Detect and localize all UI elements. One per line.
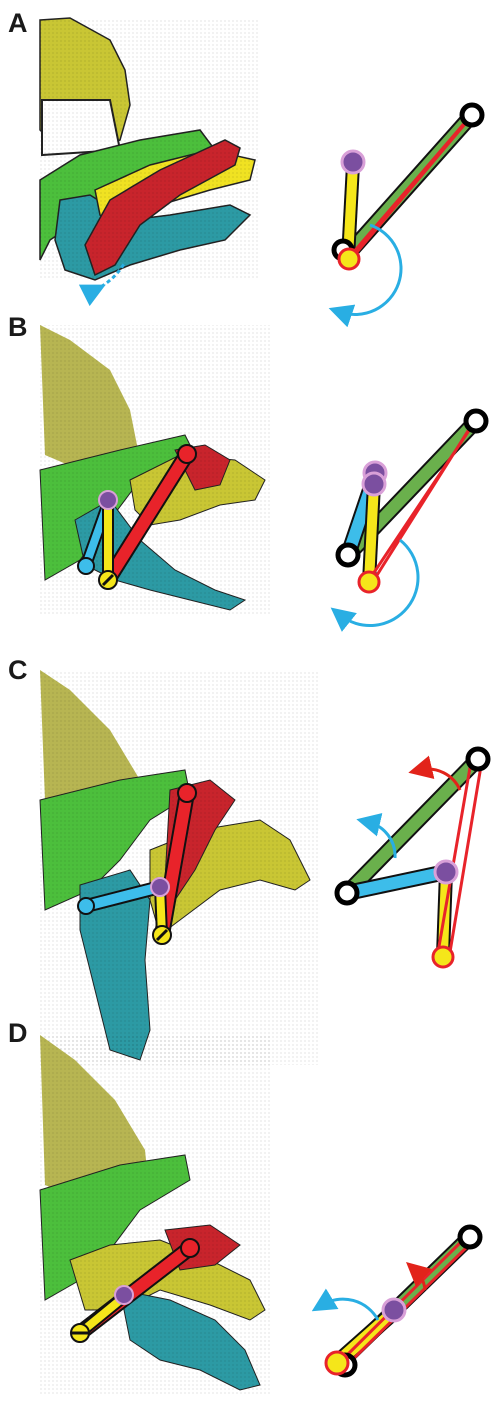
skull-rendering-a [40,18,260,290]
skull-rendering-b [40,325,270,615]
joint-icon [363,473,385,495]
joint-icon [383,1299,405,1321]
linkage-diagram-b [338,411,486,626]
panel-c [40,670,488,1065]
fixed-pivot-icon [466,411,486,431]
joint-icon [326,1352,348,1374]
joint-icon [339,249,359,269]
linkage-diagram-d [322,1227,480,1375]
linkage-diagram-a [334,105,482,315]
joint-icon [433,947,453,967]
fixed-pivot-icon [338,545,358,565]
joint-icon [359,572,379,592]
panel-d [40,1035,480,1395]
panel-b [40,325,486,626]
panel-a [40,18,482,315]
joint-icon [342,151,364,173]
skull-rendering-d [40,1035,270,1395]
skull-rendering-c [40,670,320,1065]
fixed-pivot-icon [462,105,482,125]
fixed-pivot-icon [468,749,488,769]
linkage-diagram-c [337,749,488,967]
fixed-pivot-icon [337,883,357,903]
joint-icon [435,861,457,883]
fixed-pivot-icon [460,1227,480,1247]
rotation-arrow-icon [322,1299,378,1320]
